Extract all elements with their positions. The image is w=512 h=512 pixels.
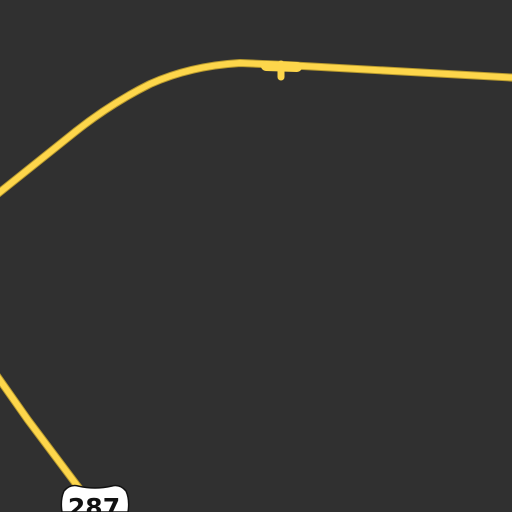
highway-road-upper-fill [0, 60, 512, 196]
highway-road-lower-fill [0, 374, 85, 495]
route-shield-number: 287 [68, 493, 120, 512]
us-route-shield-icon [60, 484, 130, 512]
highway-junction-wide [261, 61, 302, 72]
highway-road-lower[interactable] [0, 366, 86, 496]
highway-road-upper[interactable] [0, 59, 512, 200]
us-route-shield[interactable]: 287 [60, 484, 130, 512]
